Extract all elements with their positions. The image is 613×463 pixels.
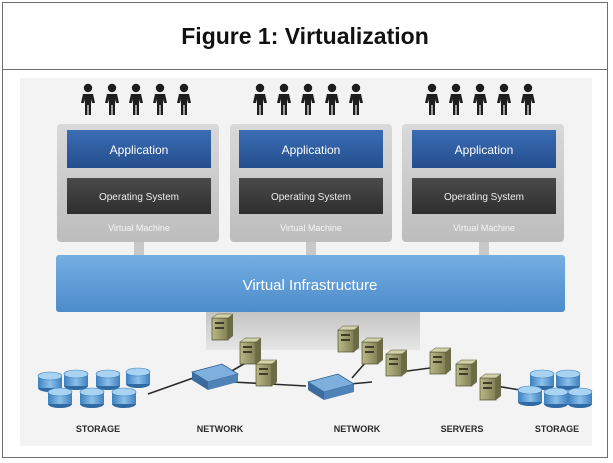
user-icon bbox=[153, 83, 167, 115]
operating-system-box bbox=[412, 178, 556, 214]
user-icon bbox=[177, 83, 191, 115]
operating-system-label: Operating System bbox=[444, 192, 524, 203]
virtual-machine-label: Virtual Machine bbox=[280, 223, 342, 233]
application-label: Application bbox=[455, 143, 514, 157]
storage-disk-icon bbox=[111, 387, 137, 408]
storage-disk-icon bbox=[543, 387, 569, 408]
infrastructure-tray bbox=[206, 312, 420, 350]
storage-disk-icon bbox=[529, 369, 555, 390]
virtual-infrastructure-bar bbox=[56, 255, 565, 312]
user-icon bbox=[325, 83, 339, 115]
servers-label: SERVERS bbox=[441, 424, 484, 434]
user-icon bbox=[129, 83, 143, 115]
server-icon bbox=[255, 359, 278, 387]
server-icon bbox=[455, 359, 478, 387]
storage-left-label: STORAGE bbox=[76, 424, 120, 434]
server-icon bbox=[479, 373, 502, 401]
user-icon bbox=[301, 83, 315, 115]
user-group-2 bbox=[253, 83, 363, 115]
user-group-1 bbox=[81, 83, 191, 115]
operating-system-box bbox=[67, 178, 211, 214]
storage-disk-icon bbox=[79, 387, 105, 408]
server-icon bbox=[211, 313, 234, 341]
user-icon bbox=[497, 83, 511, 115]
user-icon bbox=[277, 83, 291, 115]
user-icon bbox=[425, 83, 439, 115]
operating-system-label: Operating System bbox=[99, 192, 179, 203]
vm-connectors bbox=[134, 242, 489, 256]
virtual-machine-1: Application Operating System Virtual Mac… bbox=[57, 124, 219, 242]
server-cluster-center bbox=[337, 325, 408, 377]
server-icon bbox=[239, 337, 262, 365]
user-icon bbox=[349, 83, 363, 115]
application-box bbox=[239, 130, 383, 168]
storage-disk-icon bbox=[125, 367, 151, 388]
user-icon bbox=[473, 83, 487, 115]
virtual-machine-2: Application Operating System Virtual Mac… bbox=[230, 124, 392, 242]
operating-system-label: Operating System bbox=[271, 192, 351, 203]
network-right-label: NETWORK bbox=[334, 424, 381, 434]
bottom-labels: STORAGE NETWORK NETWORK SERVERS STORAGE bbox=[76, 424, 579, 434]
storage-disk-icon bbox=[47, 387, 73, 408]
application-label: Application bbox=[110, 143, 169, 157]
application-box bbox=[412, 130, 556, 168]
server-icon bbox=[385, 349, 408, 377]
storage-disk-icon bbox=[517, 385, 543, 406]
user-icon bbox=[105, 83, 119, 115]
storage-disk-icon bbox=[95, 369, 121, 390]
network-switch-left bbox=[191, 363, 239, 390]
figure-title-bar: Figure 1: Virtualization bbox=[3, 3, 607, 70]
user-group-3 bbox=[425, 83, 535, 115]
storage-disk-icon bbox=[567, 387, 593, 408]
virtual-infrastructure-label: Virtual Infrastructure bbox=[243, 277, 378, 294]
figure-title: Figure 1: Virtualization bbox=[181, 22, 429, 49]
network-left-label: NETWORK bbox=[197, 424, 244, 434]
user-icon bbox=[253, 83, 267, 115]
operating-system-box bbox=[239, 178, 383, 214]
user-icon bbox=[521, 83, 535, 115]
storage-array-right bbox=[517, 369, 593, 408]
user-icon bbox=[81, 83, 95, 115]
storage-disk-icon bbox=[555, 369, 581, 390]
virtual-machine-label: Virtual Machine bbox=[108, 223, 170, 233]
storage-disk-icon bbox=[63, 369, 89, 390]
user-icon bbox=[449, 83, 463, 115]
application-box bbox=[67, 130, 211, 168]
storage-right-label: STORAGE bbox=[535, 424, 579, 434]
server-cluster-left bbox=[211, 313, 278, 387]
virtual-machine-3: Application Operating System Virtual Mac… bbox=[402, 124, 564, 242]
server-icon bbox=[429, 347, 452, 375]
application-label: Application bbox=[282, 143, 341, 157]
server-icon bbox=[337, 325, 360, 353]
virtual-machine-label: Virtual Machine bbox=[453, 223, 515, 233]
server-cluster-right bbox=[429, 347, 502, 401]
network-switch-right bbox=[307, 373, 355, 400]
server-icon bbox=[361, 337, 384, 365]
storage-array-left bbox=[37, 367, 151, 408]
